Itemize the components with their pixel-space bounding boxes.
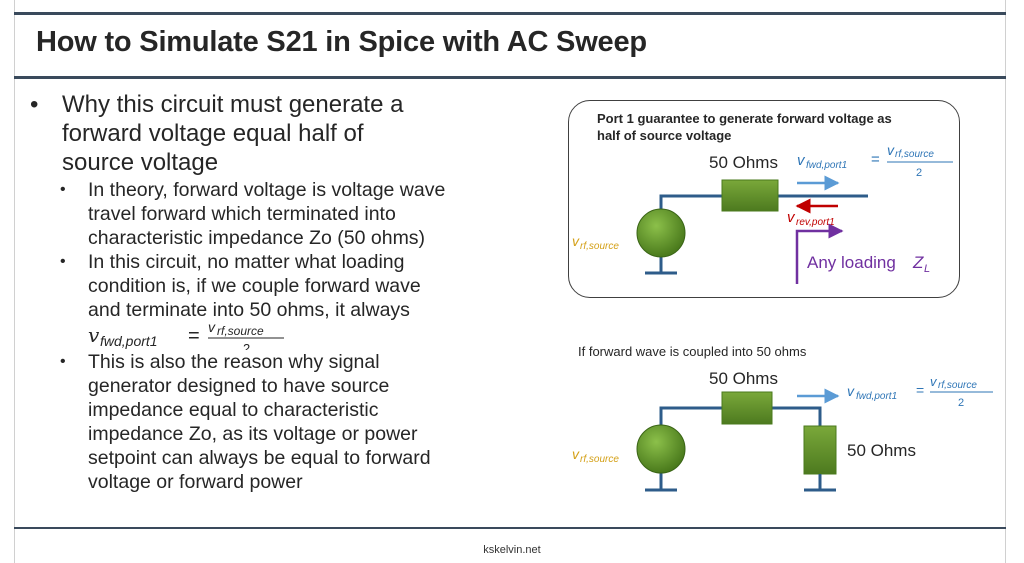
- diagram1-resistor: [721, 179, 779, 212]
- sub-bullet-line: impedance equal to characteristic: [88, 399, 379, 421]
- diagram2-wire-left: [659, 406, 722, 426]
- eq-v: v: [88, 323, 100, 347]
- diagram2-source-v: v: [572, 446, 580, 462]
- sub-bullet-line: In this circuit, no matter what loading: [88, 251, 405, 273]
- diagram1-heading-line1: Port 1 guarantee to generate forward vol…: [597, 111, 892, 126]
- sub-bullet-line: setpoint can always be equal to forward: [88, 447, 431, 469]
- sub-bullet-line: voltage or forward power: [88, 471, 303, 493]
- bullet-list: • Why this circuit must generate a forwa…: [26, 90, 506, 494]
- title-rule: [14, 76, 1006, 79]
- sub-bullet-line: This is also the reason why signal: [88, 351, 380, 373]
- bullet-dot: •: [60, 181, 66, 198]
- diagram2-voltage-source: [636, 424, 686, 474]
- diagram2-resistor-label: 50 Ohms: [709, 369, 778, 388]
- diagram1-source-subscript: rf,source: [580, 241, 619, 252]
- bullet-dot: •: [60, 353, 66, 370]
- diagram2-fwd-denominator: 2: [958, 397, 964, 409]
- diagram2-fwd-equals: =: [916, 382, 924, 398]
- sub-bullet-generator: • This is also the reason why signal gen…: [26, 350, 506, 494]
- main-bullet-line: source voltage: [62, 149, 219, 176]
- diagram2-fwd-num-v: v: [930, 374, 938, 389]
- diagram1-source-v: v: [572, 233, 580, 249]
- inline-equation: v fwd,port1 = v rf,source 2: [88, 320, 506, 350]
- slide-frame-left: [14, 0, 15, 563]
- slide-frame-right: [1005, 0, 1006, 563]
- bullet-dot: •: [30, 91, 39, 118]
- diagram1-load-arrow: [795, 223, 844, 284]
- footer-rule: [14, 527, 1006, 529]
- diagram1-load-z: Z: [912, 253, 924, 272]
- eq-num-v: v: [208, 320, 216, 335]
- eq-num-subscript: rf,source: [217, 324, 264, 338]
- eq-denominator: 2: [243, 341, 250, 350]
- diagram1-resistor-label: 50 Ohms: [709, 153, 778, 172]
- diagram1-fwd-equals: =: [871, 151, 880, 168]
- diagram1-load-label: Any loading: [807, 253, 896, 272]
- sub-bullet-line: impedance Zo, as its voltage or power: [88, 423, 418, 445]
- sub-bullet-line: travel forward which terminated into: [88, 203, 396, 225]
- diagram1-rev-subscript: rev,port1: [796, 217, 835, 228]
- sub-bullet-circuit: • In this circuit, no matter what loadin…: [26, 250, 506, 350]
- diagram1-load-z-subscript: L: [924, 263, 930, 275]
- footer-site: kskelvin.net: [483, 544, 541, 556]
- diagram2-load-resistor: [803, 425, 837, 475]
- main-bullet-line: forward voltage equal half of: [62, 120, 364, 147]
- sub-bullet-line: generator designed to have source: [88, 375, 390, 397]
- sub-bullet-line: condition is, if we couple forward wave: [88, 275, 421, 297]
- diagram1-fwd-v: v: [797, 152, 806, 169]
- sub-bullet-theory: • In theory, forward voltage is voltage …: [26, 178, 506, 250]
- diagram2-source-subscript: rf,source: [580, 454, 619, 465]
- inline-equation-svg: v fwd,port1 = v rf,source 2: [88, 320, 284, 350]
- diagram2-series-resistor: [721, 391, 773, 425]
- diagram1-wire-left: [659, 194, 722, 212]
- bullet-dot: •: [60, 253, 66, 270]
- eq-equals: =: [188, 325, 200, 347]
- diagram2-load-label: 50 Ohms: [847, 441, 916, 460]
- slide-title: How to Simulate S21 in Spice with AC Swe…: [36, 26, 647, 58]
- top-rule: [14, 12, 1006, 15]
- sub-bullet-line: and terminate into 50 ohms, it always: [88, 299, 410, 321]
- diagram2-wire-right: [772, 406, 822, 426]
- sub-bullet-line: characteristic impedance Zo (50 ohms): [88, 227, 426, 249]
- diagram2-fwd-v: v: [847, 383, 855, 399]
- diagram2-fwd-subscript: fwd,port1: [856, 391, 897, 402]
- main-bullet-line: Why this circuit must generate a: [62, 91, 404, 118]
- diagram2-caption: If forward wave is coupled into 50 ohms: [578, 344, 807, 359]
- diagram2-fwd-num-subscript: rf,source: [938, 380, 977, 391]
- diagram1-rev-v: v: [787, 209, 796, 226]
- eq-fwd-subscript: fwd,port1: [100, 333, 158, 349]
- sub-bullet-line: In theory, forward voltage is voltage wa…: [88, 179, 446, 201]
- diagram1-fwd-num-v: v: [887, 142, 895, 158]
- diagram1-voltage-source: [636, 208, 686, 258]
- diagram1-fwd-subscript: fwd,port1: [806, 160, 847, 171]
- diagram1-heading-line2: half of source voltage: [597, 128, 731, 143]
- diagram1-fwd-num-subscript: rf,source: [895, 149, 934, 160]
- diagram1-fwd-denominator: 2: [916, 167, 922, 179]
- main-bullet: • Why this circuit must generate a forwa…: [26, 90, 506, 177]
